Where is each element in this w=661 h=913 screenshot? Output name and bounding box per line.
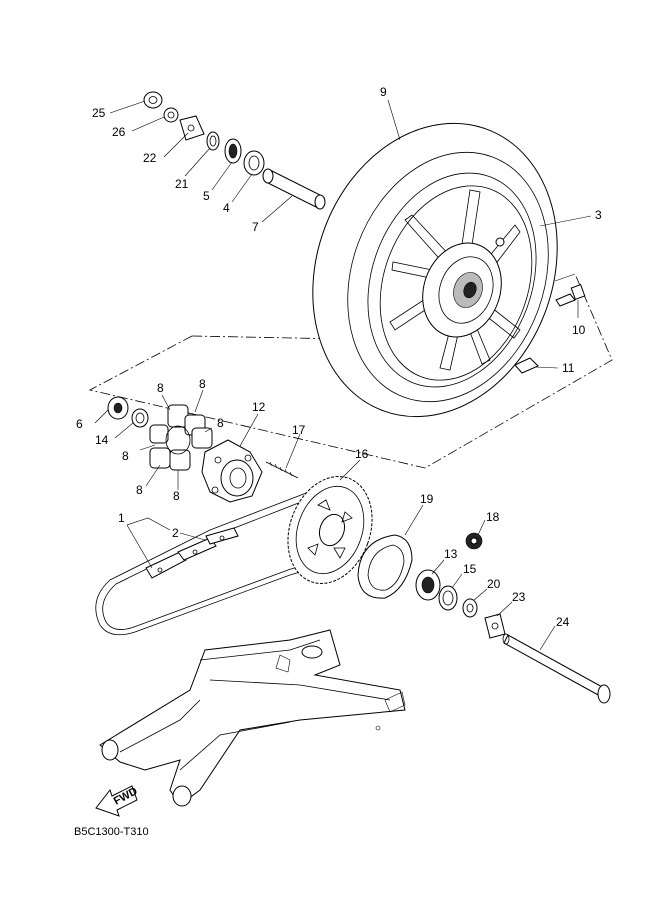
part-label-8c: 8 (217, 416, 224, 430)
stud-bolt-17 (265, 461, 299, 479)
bearing-13 (415, 569, 441, 601)
oil-seal-15 (438, 585, 458, 611)
wheel-hub (422, 237, 505, 338)
axle-nut (143, 91, 163, 109)
part-label-7: 7 (252, 220, 259, 234)
part-label-26: 26 (112, 125, 126, 139)
drive-chain (95, 479, 343, 636)
part-label-8b: 8 (199, 377, 206, 391)
part-label-25: 25 (92, 106, 106, 120)
wheel-spokes (389, 189, 521, 371)
rear-axle-24 (502, 633, 611, 704)
part-label-24: 24 (556, 615, 570, 629)
part-label-22: 22 (143, 151, 157, 165)
collar-21 (206, 131, 220, 151)
part-label-8d: 8 (122, 449, 129, 463)
part-label-1: 1 (118, 511, 125, 525)
part-label-12: 12 (252, 400, 266, 414)
part-label-8a: 8 (157, 381, 164, 395)
air-valve (555, 284, 586, 307)
chain-link-segment (145, 527, 239, 579)
oil-seal-5 (224, 138, 242, 164)
chain-puller-23 (484, 613, 506, 639)
part-label-8e: 8 (136, 483, 143, 497)
part-label-6: 6 (76, 417, 83, 431)
part-label-10: 10 (572, 323, 586, 337)
spacer-collar-7 (262, 168, 326, 210)
diagram-code: B5C1300-T310 (74, 826, 149, 838)
collar-14 (131, 408, 149, 428)
part-label-23: 23 (512, 590, 526, 604)
bearing-4 (243, 150, 265, 176)
nut-18 (465, 532, 483, 550)
part-label-4: 4 (223, 201, 230, 215)
part-label-15: 15 (463, 562, 477, 576)
bearing-6 (107, 396, 129, 420)
part-label-9: 9 (380, 85, 387, 99)
part-label-13: 13 (444, 547, 458, 561)
sprocket-guard-19 (357, 534, 413, 599)
part-label-3: 3 (595, 208, 602, 222)
leader-lines (94, 99, 592, 651)
chain-puller-plate (179, 115, 205, 141)
swingarm (99, 629, 406, 807)
part-label-21: 21 (175, 177, 189, 191)
clutch-hub-12 (201, 439, 263, 503)
fwd-arrow-icon: FWD (95, 785, 140, 817)
balance-weight (514, 357, 539, 374)
part-label-2: 2 (172, 526, 179, 540)
part-label-20: 20 (487, 577, 501, 591)
rear-wheel-tire (312, 122, 558, 418)
part-label-11: 11 (562, 361, 575, 375)
part-labels: 25 26 22 21 5 4 7 9 3 10 11 6 14 8 8 8 8… (76, 85, 602, 629)
collar-20 (462, 598, 478, 618)
part-label-19: 19 (420, 492, 434, 506)
damper-set (149, 404, 213, 471)
part-label-16: 16 (355, 447, 369, 461)
part-label-5: 5 (203, 189, 210, 203)
rear-sprocket (287, 476, 373, 584)
part-label-14: 14 (95, 433, 109, 447)
part-label-8f: 8 (173, 489, 180, 503)
part-label-17: 17 (292, 423, 306, 437)
axle-washer (163, 107, 179, 123)
part-label-18: 18 (486, 510, 500, 524)
